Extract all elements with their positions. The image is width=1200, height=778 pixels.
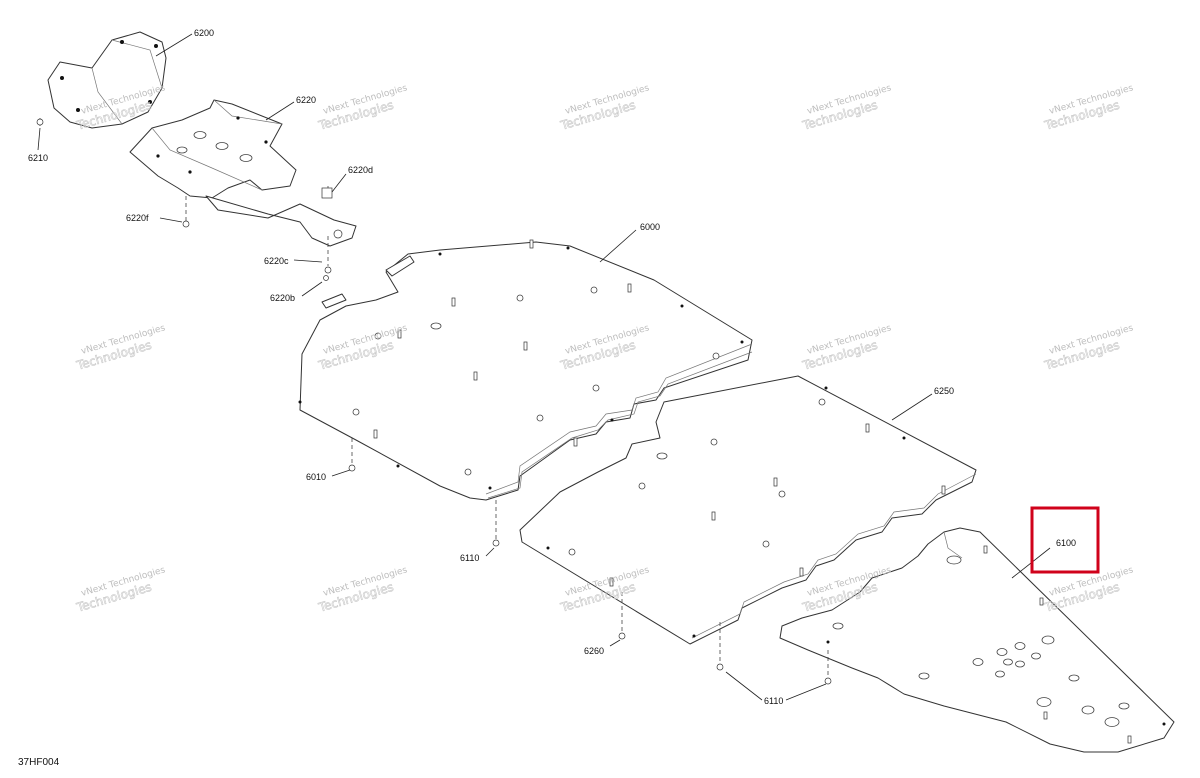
callout-6220[interactable]: 6220 [296, 95, 316, 105]
callout-6250[interactable]: 6250 [934, 386, 954, 396]
callout-6260[interactable]: 6260 [584, 646, 604, 656]
hardware-fasteners [36, 118, 832, 685]
callout-6220d[interactable]: 6220d [348, 165, 373, 175]
callout-6010[interactable]: 6010 [306, 472, 326, 482]
part-6100-rear-skid-plate [779, 527, 1175, 753]
part-6220-middle-plate [129, 99, 357, 247]
callout-6220f[interactable]: 6220f [126, 213, 149, 223]
callout-6210[interactable]: 6210 [28, 153, 48, 163]
part-6000-center-plate [298, 239, 753, 501]
callout-labels: 6200 6220 6210 6220d 6220f 6220c 6220b 6… [28, 28, 1076, 706]
part-6200-front-shield [47, 31, 167, 129]
highlight-box-6100 [1030, 506, 1100, 574]
callout-6220b[interactable]: 6220b [270, 293, 295, 303]
callout-6000[interactable]: 6000 [640, 222, 660, 232]
part-6250-rear-center-plate [519, 375, 977, 645]
callout-6100[interactable]: 6100 [1056, 538, 1076, 548]
callout-6220c[interactable]: 6220c [264, 256, 289, 266]
callout-6110-lower[interactable]: 6110 [764, 696, 783, 706]
diagram-code: 37HF004 [18, 757, 60, 768]
callout-6200[interactable]: 6200 [194, 28, 214, 38]
callout-6110-upper[interactable]: 6110 [460, 553, 479, 563]
